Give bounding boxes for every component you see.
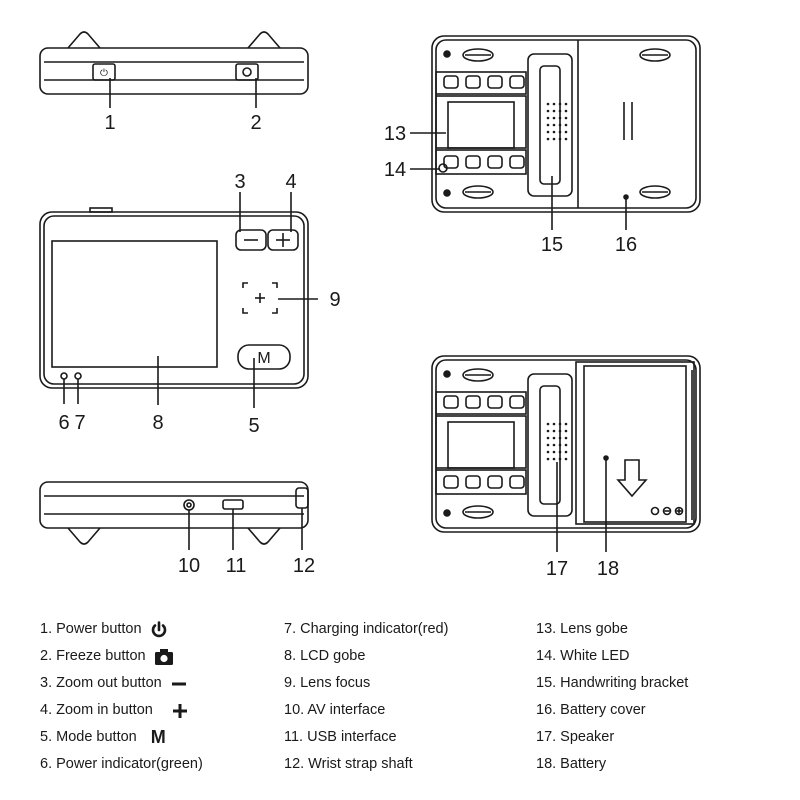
legend-text: 15. Handwriting bracket [536, 675, 689, 691]
legend-item: 15. Handwriting bracket [536, 670, 688, 697]
legend-item: 13. Lens gobe [536, 616, 688, 643]
callout-3: 3 [234, 171, 245, 193]
callout-15: 15 [541, 234, 563, 256]
legend-item: 2. Freeze button [40, 643, 203, 670]
callout-5: 5 [248, 415, 259, 437]
top-view: ⏻ [39, 31, 309, 108]
legend-item: 16. Battery cover [536, 697, 688, 724]
svg-text:⏻: ⏻ [100, 68, 108, 79]
svg-text:M: M [257, 350, 270, 367]
legend-column-1: 1. Power button 2. Freeze button 3. Zoom… [40, 616, 203, 778]
device-diagram: ⏻ M [39, 31, 701, 580]
parts-legend: 1. Power button 2. Freeze button 3. Zoom… [0, 616, 800, 786]
legend-column-2: 7. Charging indicator(red) 8. LCD gobe 9… [284, 616, 448, 778]
legend-text: 13. Lens gobe [536, 621, 628, 637]
callout-18: 18 [597, 558, 619, 580]
callout-7: 7 [74, 412, 85, 434]
legend-text: 18. Battery [536, 756, 607, 772]
callout-11: 11 [226, 555, 247, 577]
legend-item: 6. Power indicator(green) [40, 751, 203, 778]
legend-text: 9. Lens focus [284, 675, 371, 691]
legend-text: 11. USB interface [284, 729, 397, 745]
mode-m-glyph: M [150, 727, 166, 747]
callout-14: 14 [384, 159, 406, 181]
legend-text: 7. Charging indicator(red) [284, 621, 449, 637]
callout-4: 4 [285, 171, 296, 193]
power-icon [151, 620, 166, 637]
legend-text: 16. Battery cover [536, 702, 646, 718]
legend-text: 8. LCD gobe [284, 648, 366, 664]
legend-text: 12. Wrist strap shaft [284, 756, 413, 772]
callout-10: 10 [178, 555, 200, 577]
bottom-view [39, 481, 309, 550]
legend-item: 18. Battery [536, 751, 688, 778]
front-view: M [39, 192, 318, 408]
legend-item: 4. Zoom in button [40, 697, 203, 724]
legend-item: 9. Lens focus [284, 670, 448, 697]
legend-item: 12. Wrist strap shaft [284, 751, 448, 778]
callout-9: 9 [329, 289, 340, 311]
legend-item: 10. AV interface [284, 697, 448, 724]
lens-window [447, 101, 515, 149]
lcd-screen [51, 240, 218, 368]
legend-text: 10. AV interface [284, 702, 386, 718]
av-port [183, 499, 195, 511]
callout-1: 1 [104, 112, 115, 134]
minus-icon [171, 682, 186, 685]
usb-port [222, 499, 244, 510]
callout-16: 16 [615, 234, 637, 256]
plus-icon [172, 703, 187, 718]
zoom-out-button [235, 229, 267, 251]
legend-item: 14. White LED [536, 643, 688, 670]
legend-text: 4. Zoom in button [40, 702, 153, 718]
power-button-top [92, 63, 116, 81]
callout-8: 8 [152, 412, 163, 434]
legend-item: 1. Power button [40, 616, 203, 643]
zoom-in-button [267, 229, 299, 251]
freeze-button-top [235, 63, 259, 81]
callout-2: 2 [250, 112, 261, 134]
legend-item: 7. Charging indicator(red) [284, 616, 448, 643]
legend-item: 11. USB interface [284, 724, 448, 751]
legend-item: 5. Mode button M [40, 724, 203, 751]
legend-item: 3. Zoom out button [40, 670, 203, 697]
camera-icon [154, 648, 173, 665]
back-view [410, 35, 701, 230]
callout-13: 13 [384, 123, 406, 145]
lens-focus-mark [242, 282, 278, 314]
legend-text: 3. Zoom out button [40, 675, 162, 691]
strap-shaft [295, 487, 309, 509]
callout-6: 6 [58, 412, 69, 434]
legend-column-3: 13. Lens gobe 14. White LED 15. Handwrit… [536, 616, 688, 778]
legend-text: 1. Power button [40, 621, 142, 637]
mode-button [237, 344, 291, 370]
legend-text: 14. White LED [536, 648, 630, 664]
back-open-view [431, 355, 701, 552]
legend-text: 5. Mode button [40, 729, 137, 745]
legend-item: 8. LCD gobe [284, 643, 448, 670]
battery [583, 365, 687, 523]
callout-17: 17 [546, 558, 568, 580]
callout-12: 12 [293, 555, 315, 577]
legend-item: 17. Speaker [536, 724, 688, 751]
legend-text: 2. Freeze button [40, 648, 146, 664]
legend-text: 6. Power indicator(green) [40, 756, 203, 772]
legend-text: 17. Speaker [536, 729, 615, 745]
